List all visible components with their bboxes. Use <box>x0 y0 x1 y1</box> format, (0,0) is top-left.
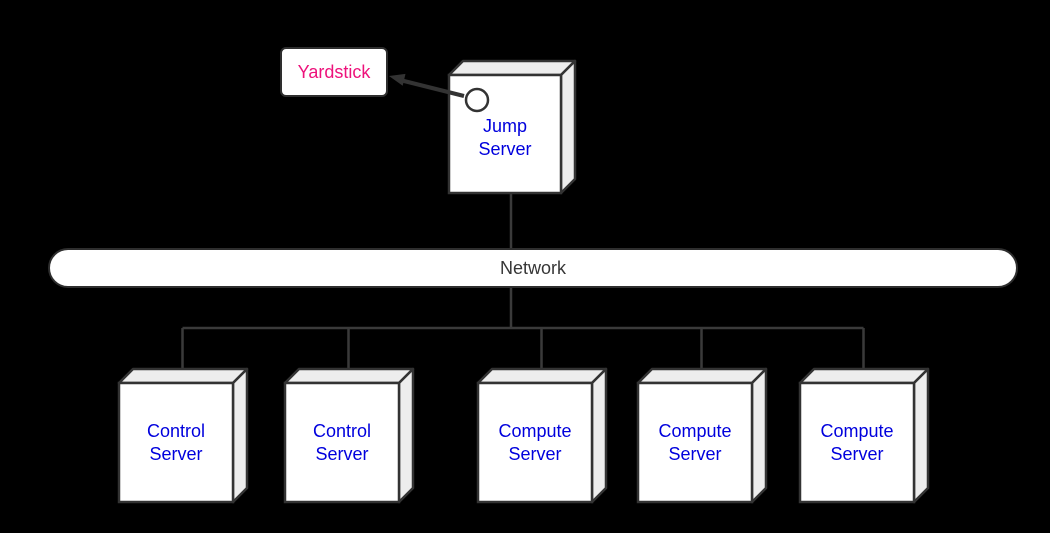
yardstick-node: Yardstick <box>280 47 388 97</box>
arrow-to-yardstick-icon <box>389 73 465 98</box>
cube-front-face <box>447 73 563 195</box>
cube-top-face <box>117 367 249 385</box>
compute-server-node-1 <box>476 367 608 504</box>
cube-right-face <box>397 367 415 504</box>
cube-top-face <box>283 367 415 385</box>
cube-top-face <box>476 367 608 385</box>
cube-front-face <box>798 381 916 504</box>
compute-server-node-3 <box>798 367 930 504</box>
cube-right-face <box>559 59 577 195</box>
cube-front-face <box>283 381 401 504</box>
compute-server-node-2 <box>636 367 768 504</box>
yardstick-label: Yardstick <box>297 61 371 82</box>
cube-front-face <box>476 381 594 504</box>
cube-right-face <box>750 367 768 504</box>
cube-right-face <box>590 367 608 504</box>
cube-right-face <box>231 367 249 504</box>
cube-right-face <box>912 367 930 504</box>
arrow-head <box>389 73 406 86</box>
arrow-shaft <box>401 78 465 98</box>
cube-top-face <box>636 367 768 385</box>
control-server-node-2 <box>283 367 415 504</box>
jump-server-node <box>447 59 577 195</box>
cube-front-face <box>636 381 754 504</box>
control-server-node-1 <box>117 367 249 504</box>
network-label: Network <box>499 257 566 278</box>
cube-top-face <box>798 367 930 385</box>
network-node: Network <box>48 248 1018 288</box>
cube-front-face <box>117 381 235 504</box>
port-circle-icon <box>464 87 490 113</box>
cube-top-face <box>447 59 577 77</box>
